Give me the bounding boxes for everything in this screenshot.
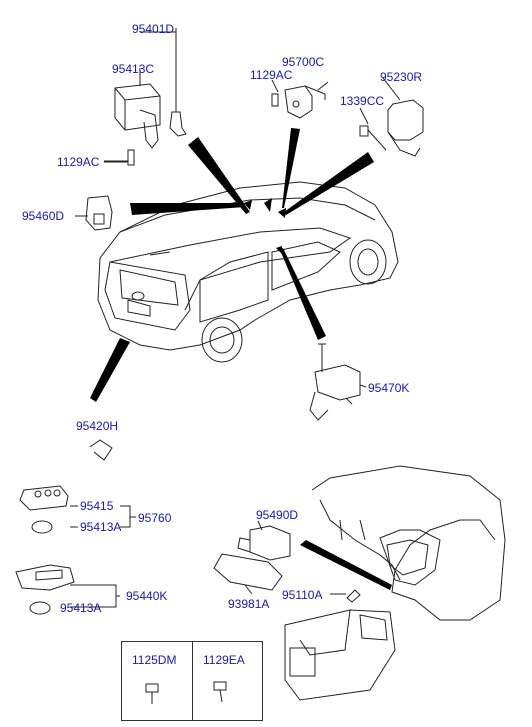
bolt-1129ea [213, 681, 227, 703]
pointer-95420h [90, 338, 130, 402]
label-95413a-lower: 95413A [60, 601, 102, 615]
label-95230r: 95230R [380, 70, 423, 84]
module-95490d [249, 525, 291, 561]
pointer-95401d [188, 137, 250, 214]
sensor-95470k [314, 364, 361, 401]
label-95760: 95760 [138, 511, 172, 525]
battery-95413a [31, 520, 53, 534]
label-1339cc: 1339CC [340, 94, 385, 108]
label-1129ac-right: 1129AC [250, 68, 293, 82]
label-95700c: 95700C [282, 55, 325, 69]
table-divider [192, 642, 193, 720]
key-95440k [15, 564, 75, 591]
label-95490d: 95490D [256, 508, 299, 522]
label-95413a-upper: 95413A [80, 520, 122, 534]
pointer-95230r [284, 152, 374, 215]
bracket-95420h [89, 439, 113, 461]
pointer-95110a [300, 540, 392, 590]
label-1125dm: 1125DM [132, 653, 177, 667]
fastener-table [121, 641, 263, 721]
pointer-95460d [130, 203, 245, 215]
label-95470k: 95470K [368, 381, 410, 395]
label-95420h: 95420H [76, 419, 119, 433]
pointer-95470k [280, 248, 326, 340]
module-95401d [114, 83, 161, 131]
label-95401d: 95401D [132, 22, 175, 36]
vehicle-outline [97, 181, 399, 351]
bolt-1125dm [145, 683, 159, 704]
label-95440k: 95440K [126, 589, 168, 603]
label-1129ac-left: 1129AC [57, 155, 100, 169]
label-95460d: 95460D [22, 209, 65, 223]
label-95413c: 95413C [112, 62, 155, 76]
sensor-95230r [387, 99, 424, 141]
label-93981a: 93981A [228, 597, 270, 611]
label-1129ea: 1129EA [203, 653, 245, 667]
cover-93981a [213, 553, 283, 591]
label-95415: 95415 [80, 499, 114, 513]
fob-95415 [19, 485, 69, 511]
switch-95460d [85, 195, 113, 231]
front-wheel [349, 239, 387, 285]
pointer-95700c [282, 128, 300, 208]
center-console [284, 609, 396, 701]
label-95110a: 95110A [282, 588, 323, 602]
dashboard [311, 465, 506, 621]
rear-wheel [201, 317, 243, 363]
